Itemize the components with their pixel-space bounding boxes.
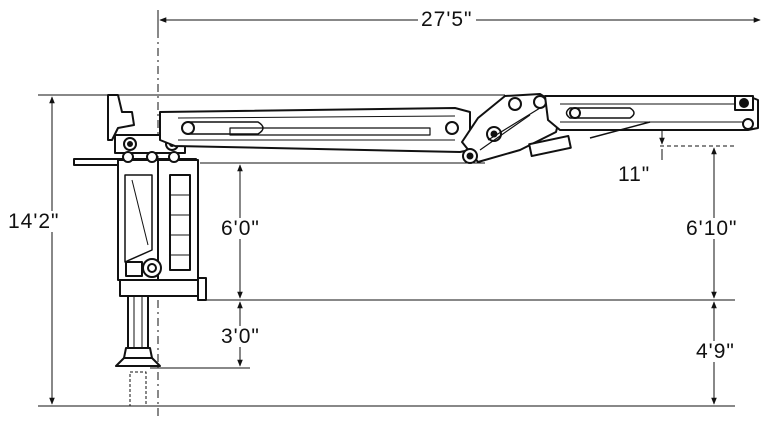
- crane-body: [73, 93, 759, 407]
- mount-height-label: 4'9": [693, 341, 738, 362]
- total-height-label: 14'2": [5, 211, 63, 232]
- column-height-label: 6'0": [218, 218, 263, 239]
- main-boom: [159, 107, 471, 153]
- boom-tip-height-label: 6'10": [683, 218, 741, 239]
- stabilizer-leg: [127, 295, 149, 349]
- base-to-mount-label: 3'0": [218, 326, 263, 347]
- overall-reach-label: 27'5": [418, 9, 476, 30]
- boom-offset-label: 11": [615, 164, 654, 185]
